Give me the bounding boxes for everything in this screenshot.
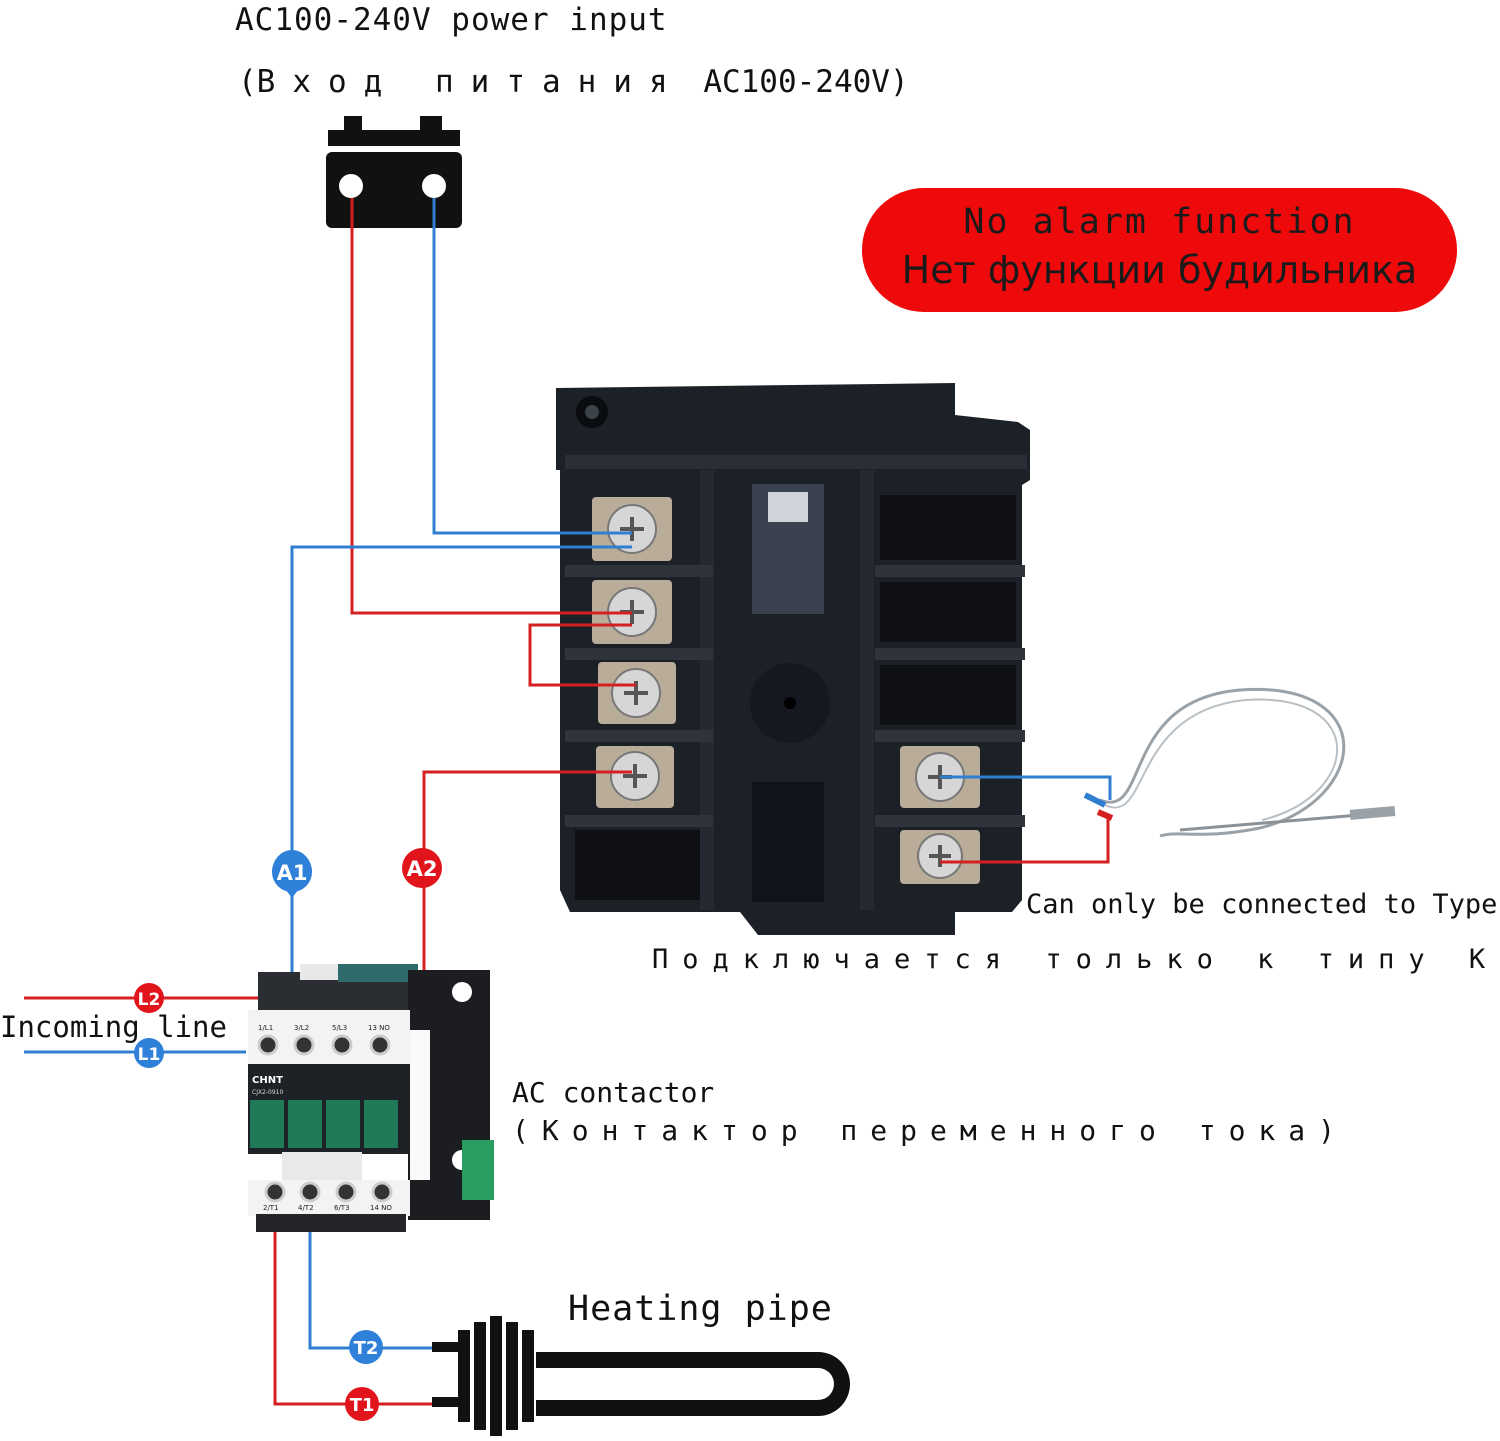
power-input-socket-icon	[326, 116, 462, 228]
power-sub-open: (	[238, 64, 257, 100]
contactor-terminal-bottom-2: 4/T2	[298, 1204, 314, 1212]
thermocouple-probe	[1083, 687, 1396, 838]
wire-power-red	[350, 198, 632, 615]
badge-t2: T2	[349, 1330, 383, 1364]
svg-text:A2: A2	[407, 857, 438, 881]
power-input-title: AC100-240V power input	[235, 2, 668, 38]
svg-text:T2: T2	[354, 1338, 379, 1359]
terminal-screw-4	[596, 746, 674, 808]
badge-t1: T1	[345, 1387, 379, 1421]
contactor-terminal-top-2: 3/L2	[294, 1024, 309, 1032]
no-alarm-text-en: No alarm function	[963, 202, 1356, 242]
badge-a2: A2	[402, 848, 442, 888]
contactor-terminal-bottom-4: 14 NO	[370, 1204, 392, 1212]
heating-pipe-label: Heating pipe	[568, 1289, 833, 1329]
svg-text:L1: L1	[138, 1045, 161, 1065]
sensor-type-note-ru: Подключается только к типу К	[652, 944, 1500, 975]
no-alarm-text-ru: Нет функции будильника	[901, 248, 1418, 292]
contactor-terminal-top-4: 13 NO	[368, 1024, 390, 1032]
contactor-terminal-top-1: 1/L1	[258, 1024, 273, 1032]
contactor-model: CJX2-0910	[252, 1089, 284, 1096]
badge-l2: L2	[134, 983, 164, 1013]
wire-sensor-blue	[940, 775, 1112, 800]
sensor-type-note-en: Can only be connected to Type	[1026, 889, 1498, 920]
svg-text:L2: L2	[138, 990, 161, 1010]
ac-contactor-label-ru: (Контактор переменного тока)	[512, 1114, 1349, 1147]
wire-a2	[422, 770, 632, 990]
wire-t1	[273, 1198, 452, 1406]
contactor-terminal-bottom-3: 6/T3	[334, 1204, 350, 1212]
contactor-terminal-bottom-1: 2/T1	[263, 1204, 279, 1212]
no-alarm-badge: No alarm function Нет функции будильника	[862, 188, 1457, 312]
incoming-line-label: Incoming line	[0, 1010, 227, 1044]
heating-pipe-icon	[432, 1316, 850, 1436]
badge-a1: A1	[272, 850, 312, 898]
terminal-screw-sensor-minus	[900, 830, 980, 884]
terminal-screw-1	[592, 497, 672, 561]
ac-contactor-label-en: AC contactor	[512, 1076, 715, 1109]
terminal-screw-3	[598, 662, 676, 724]
ac-contactor: 1/L1 3/L2 5/L3 13 NO 2/T1 4/T2 6/T3 14 N…	[248, 964, 494, 1232]
contactor-brand: CHNT	[252, 1075, 283, 1086]
power-input-subtitle: (Вход питания AC100-240V)	[238, 64, 909, 100]
power-sub-russian: Вход питания	[256, 64, 685, 100]
wire-power-blue	[432, 198, 632, 535]
badge-l1: L1	[134, 1038, 164, 1068]
power-sub-voltage: AC100-240V)	[703, 64, 909, 100]
svg-text:A1: A1	[277, 861, 308, 885]
wire-jumper	[528, 623, 636, 687]
svg-text:T1: T1	[350, 1395, 375, 1416]
wire-sensor-red	[940, 818, 1110, 864]
wire-a1	[290, 545, 632, 990]
contactor-terminal-top-3: 5/L3	[332, 1024, 347, 1032]
wire-t2	[308, 1198, 452, 1350]
